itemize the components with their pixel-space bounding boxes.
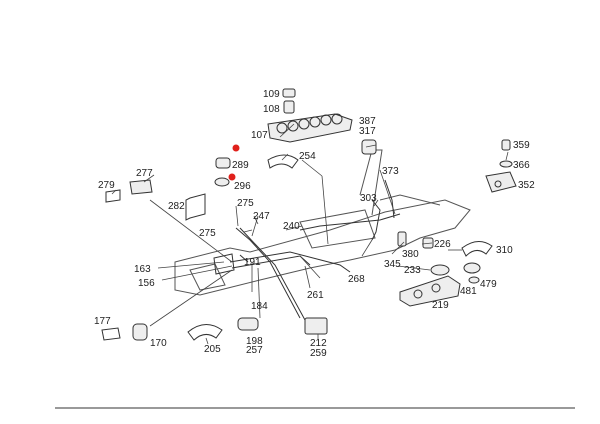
part-198 — [237, 317, 259, 331]
callout-226: 226 — [434, 239, 451, 250]
callout-310: 310 — [496, 245, 513, 256]
callout-257: 257 — [246, 345, 263, 356]
part-108 — [283, 100, 295, 114]
part-373 — [384, 179, 395, 219]
callout-359: 359 — [513, 140, 530, 151]
callout-170: 170 — [150, 338, 167, 349]
part-481 — [463, 262, 481, 274]
part-163 — [213, 253, 235, 275]
part-219 — [399, 275, 461, 307]
callout-163: 163 — [134, 264, 151, 275]
callout-254: 254 — [299, 151, 316, 162]
callout-109: 109 — [263, 89, 280, 100]
part-289 — [215, 157, 231, 169]
callout-289: 289 — [232, 160, 249, 171]
callout-259: 259 — [310, 348, 327, 359]
callout-352: 352 — [518, 180, 535, 191]
callout-184: 184 — [251, 301, 268, 312]
part-212 — [304, 317, 328, 335]
part-254 — [267, 154, 299, 169]
callout-107: 107 — [251, 130, 268, 141]
callout-156: 156 — [138, 278, 155, 289]
callout-479: 479 — [480, 279, 497, 290]
callout-282: 282 — [168, 201, 185, 212]
red-marker-289 — [232, 144, 240, 152]
part-205 — [187, 324, 223, 341]
part-352 — [485, 171, 517, 193]
part-366 — [499, 160, 513, 168]
callout-205: 205 — [204, 344, 221, 355]
leader-lines — [111, 123, 509, 345]
callout-366: 366 — [513, 160, 530, 171]
callout-275-top: 275 — [237, 198, 254, 209]
callout-481: 481 — [460, 286, 477, 297]
part-303 — [371, 199, 381, 241]
callout-303: 303 — [360, 193, 377, 204]
part-233 — [430, 264, 450, 276]
part-170 — [132, 323, 148, 341]
part-387 — [361, 139, 377, 155]
callout-108: 108 — [263, 104, 280, 115]
part-177 — [101, 327, 121, 341]
callout-275-left: 275 — [199, 228, 216, 239]
part-479 — [468, 276, 480, 284]
part-109 — [282, 88, 296, 98]
callout-191: 191 — [244, 257, 261, 268]
part-282 — [185, 193, 206, 221]
callout-277: 277 — [136, 168, 153, 179]
callout-296: 296 — [234, 181, 251, 192]
part-107 — [267, 113, 353, 143]
callout-387: 387 — [359, 116, 376, 127]
callout-212: 212 — [310, 338, 327, 349]
callout-317: 317 — [359, 126, 376, 137]
part-279 — [105, 189, 121, 203]
chassis-frame — [174, 149, 471, 296]
callout-219: 219 — [432, 300, 449, 311]
callout-380: 380 — [402, 249, 419, 260]
part-191 — [239, 254, 249, 263]
part-359 — [501, 139, 511, 151]
callout-268: 268 — [348, 274, 365, 285]
callout-345: 345 — [384, 259, 401, 270]
part-296 — [214, 177, 230, 187]
callout-261: 261 — [307, 290, 324, 301]
callout-279: 279 — [98, 180, 115, 191]
callout-177: 177 — [94, 316, 111, 327]
part-310 — [461, 241, 493, 257]
part-277 — [129, 179, 153, 195]
callout-247: 247 — [253, 211, 270, 222]
callout-240: 240 — [283, 221, 300, 232]
callout-198: 198 — [246, 336, 263, 347]
callout-233: 233 — [404, 265, 421, 276]
red-marker-296 — [228, 173, 236, 181]
callout-373: 373 — [382, 166, 399, 177]
